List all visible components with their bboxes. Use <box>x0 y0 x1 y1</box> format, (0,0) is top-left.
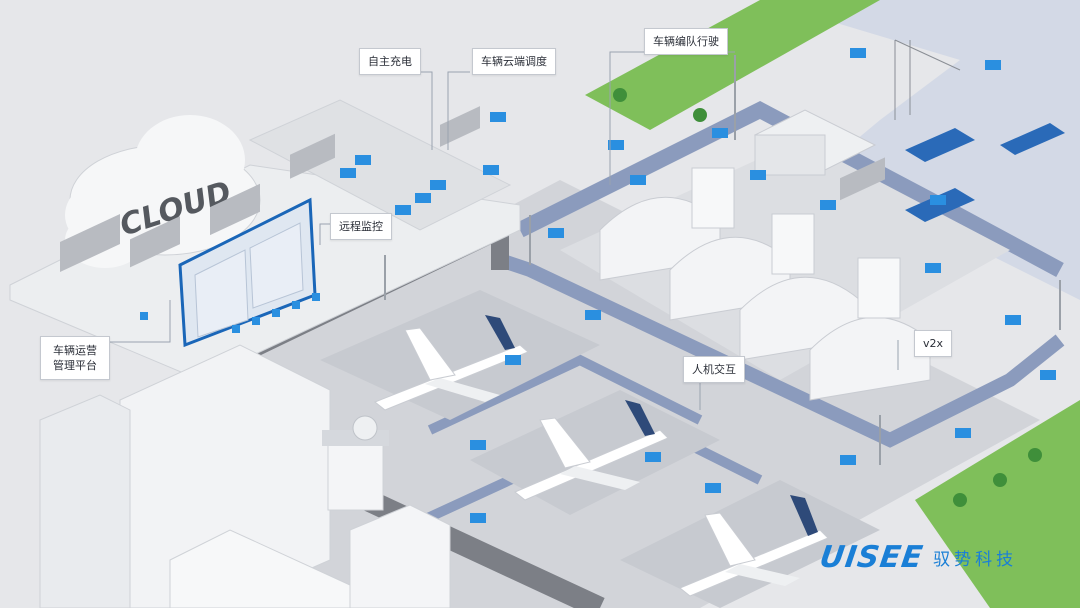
road-loop <box>497 253 1065 448</box>
brand-logo: UISEE 驭势科技 <box>817 540 1018 575</box>
stand-3 <box>620 480 880 608</box>
autonomous-vehicles <box>340 48 1056 523</box>
grass-strip-top <box>585 0 880 130</box>
stand-1 <box>320 290 600 420</box>
port-crane <box>894 39 961 120</box>
label-platooning: 车辆编队行驶 <box>644 28 728 55</box>
label-remote-monitoring: 远程监控 <box>330 213 392 240</box>
label-fleet-platform: 车辆运营管理平台 <box>40 336 110 380</box>
stand-2 <box>470 390 720 515</box>
airplane-1 <box>374 315 529 411</box>
label-hmi: 人机交互 <box>683 356 745 383</box>
airplane-3 <box>679 495 829 597</box>
callout-connectors <box>100 51 899 410</box>
control-tower <box>322 415 389 511</box>
light-poles <box>384 55 1061 465</box>
hangars <box>599 196 931 401</box>
operator-desks <box>140 293 320 333</box>
brand-logo-mark: UISEE <box>817 540 926 575</box>
terminal-buildings <box>39 344 451 608</box>
cargo-towers <box>691 167 901 319</box>
cargo-pallets <box>60 106 885 273</box>
label-auto-charging: 自主充电 <box>359 48 421 75</box>
charging-yard <box>248 99 512 231</box>
trees <box>613 88 1042 507</box>
warehouse-top-right-wall <box>754 134 826 176</box>
road-taxi-2 <box>427 354 703 435</box>
label-cloud-dispatch: 车辆云端调度 <box>472 48 556 75</box>
monitoring-screen <box>178 197 317 348</box>
airplane-2 <box>514 400 669 501</box>
brand-name: 驭势科技 <box>933 550 1018 570</box>
label-v2x: v2x <box>914 330 953 357</box>
